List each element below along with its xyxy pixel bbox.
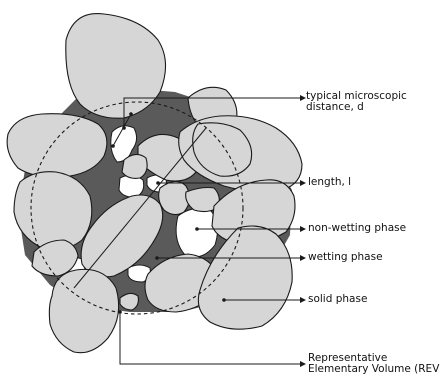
arrowhead	[300, 361, 306, 367]
distance-dot	[111, 144, 115, 148]
solid-grain	[120, 293, 138, 310]
anchor-dot	[156, 181, 160, 185]
label-non-wetting-phase: non-wetting phase	[308, 223, 406, 234]
label-solid-phase: solid phase	[308, 294, 367, 305]
anchor-dot	[195, 227, 199, 231]
solid-grain	[66, 14, 166, 119]
label-length: length, l	[308, 177, 351, 188]
solid-grain	[159, 181, 190, 214]
distance-dot	[129, 112, 133, 116]
label-rev: Representative Elementary Volume (REV)	[308, 353, 440, 375]
non-wetting-pocket	[119, 175, 144, 197]
label-microscopic-distance-line2: distance, d	[306, 102, 407, 113]
solid-grain	[7, 114, 107, 177]
label-rev-line2: Elementary Volume (REV)	[308, 364, 440, 375]
arrowhead	[300, 297, 306, 303]
anchor-dot	[155, 256, 159, 260]
anchor-dot	[222, 298, 226, 302]
solid-grain	[122, 154, 147, 178]
arrowhead	[300, 255, 306, 261]
arrowhead	[300, 180, 306, 186]
non-wetting-pocket	[176, 208, 217, 257]
solid-grain	[49, 269, 118, 352]
label-microscopic-distance: typical microscopic distance, d	[306, 91, 407, 113]
anchor-dot	[118, 310, 122, 314]
arrowhead	[300, 226, 306, 232]
label-wetting-phase: wetting phase	[308, 252, 383, 263]
